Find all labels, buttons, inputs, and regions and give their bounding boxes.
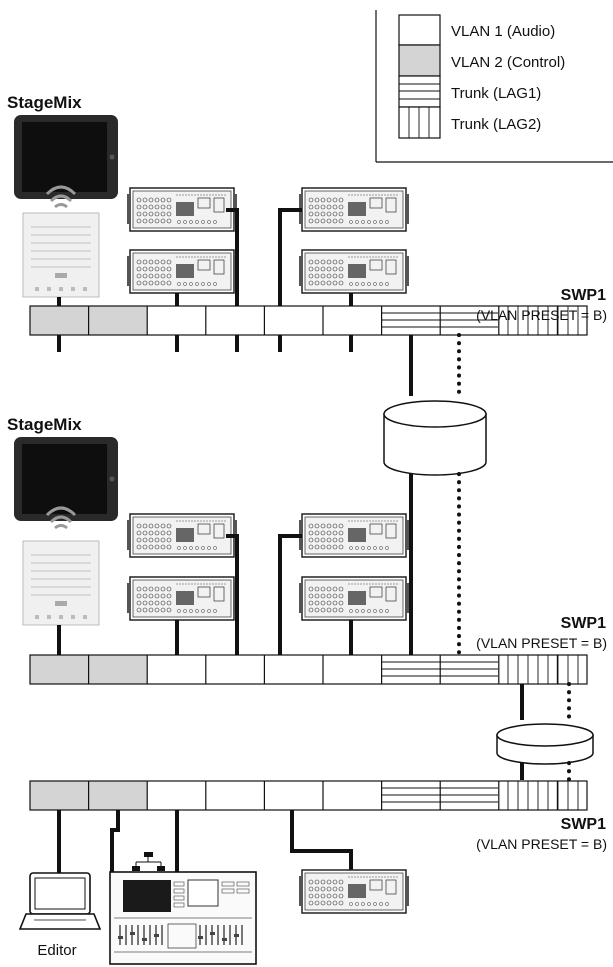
wireless-access-point-icon [22,540,100,626]
legend-label-lag1: Trunk (LAG1) [451,85,541,102]
io-rack-icon [298,869,410,914]
io-rack-icon [298,576,410,621]
switch-ports-2 [29,654,588,685]
switch-row-1: StageMix SWP1 (VLAN PRESET = B) [7,93,607,352]
switch-row-3: SWP1 (VLAN PRESET = B) Editor [18,780,607,965]
legend-swatch-vlan1 [398,14,441,46]
lag2-trunk [496,682,594,782]
io-rack-icon [298,249,410,294]
legend-label-lag2: Trunk (LAG2) [451,116,541,133]
io-rack-icon [126,513,238,558]
switch-name-1: SWP1 [561,287,606,304]
switch-preset-2: (VLAN PRESET = B) [476,635,607,651]
lag-bundle-icon [383,400,487,476]
legend-swatch-lag2 [398,106,441,139]
switch-preset-1: (VLAN PRESET = B) [476,307,607,323]
switch-name-3: SWP1 [561,816,606,833]
io-rack-icon [126,249,238,294]
lag1-trunk [383,333,487,684]
mixing-console-icon [109,871,257,965]
legend-swatch-vlan2 [398,44,441,77]
legend-swatch-lag1 [398,75,441,108]
wireless-access-point-icon [22,212,100,298]
switch-ports-3 [29,780,588,811]
switch-name-2: SWP1 [561,615,606,632]
stagemix-label-1: StageMix [7,93,82,112]
editor-label: Editor [37,942,76,959]
legend-label-vlan2: VLAN 2 (Control) [451,54,565,71]
io-rack-icon [126,187,238,232]
switch-preset-3: (VLAN PRESET = B) [476,836,607,852]
switch-row-2: StageMix SWP1 (VLAN PRESET = B) [7,415,607,685]
network-icon [132,852,165,871]
lag-bundle-icon [496,723,594,765]
io-rack-icon [298,187,410,232]
io-rack-icon [298,513,410,558]
laptop-icon [18,872,102,930]
io-rack-icon [126,576,238,621]
cables-row-3 [57,810,353,880]
legend-label-vlan1: VLAN 1 (Audio) [451,23,555,40]
legend: VLAN 1 (Audio) VLAN 2 (Control) Trunk (L… [375,10,613,163]
stagemix-label-2: StageMix [7,415,82,434]
